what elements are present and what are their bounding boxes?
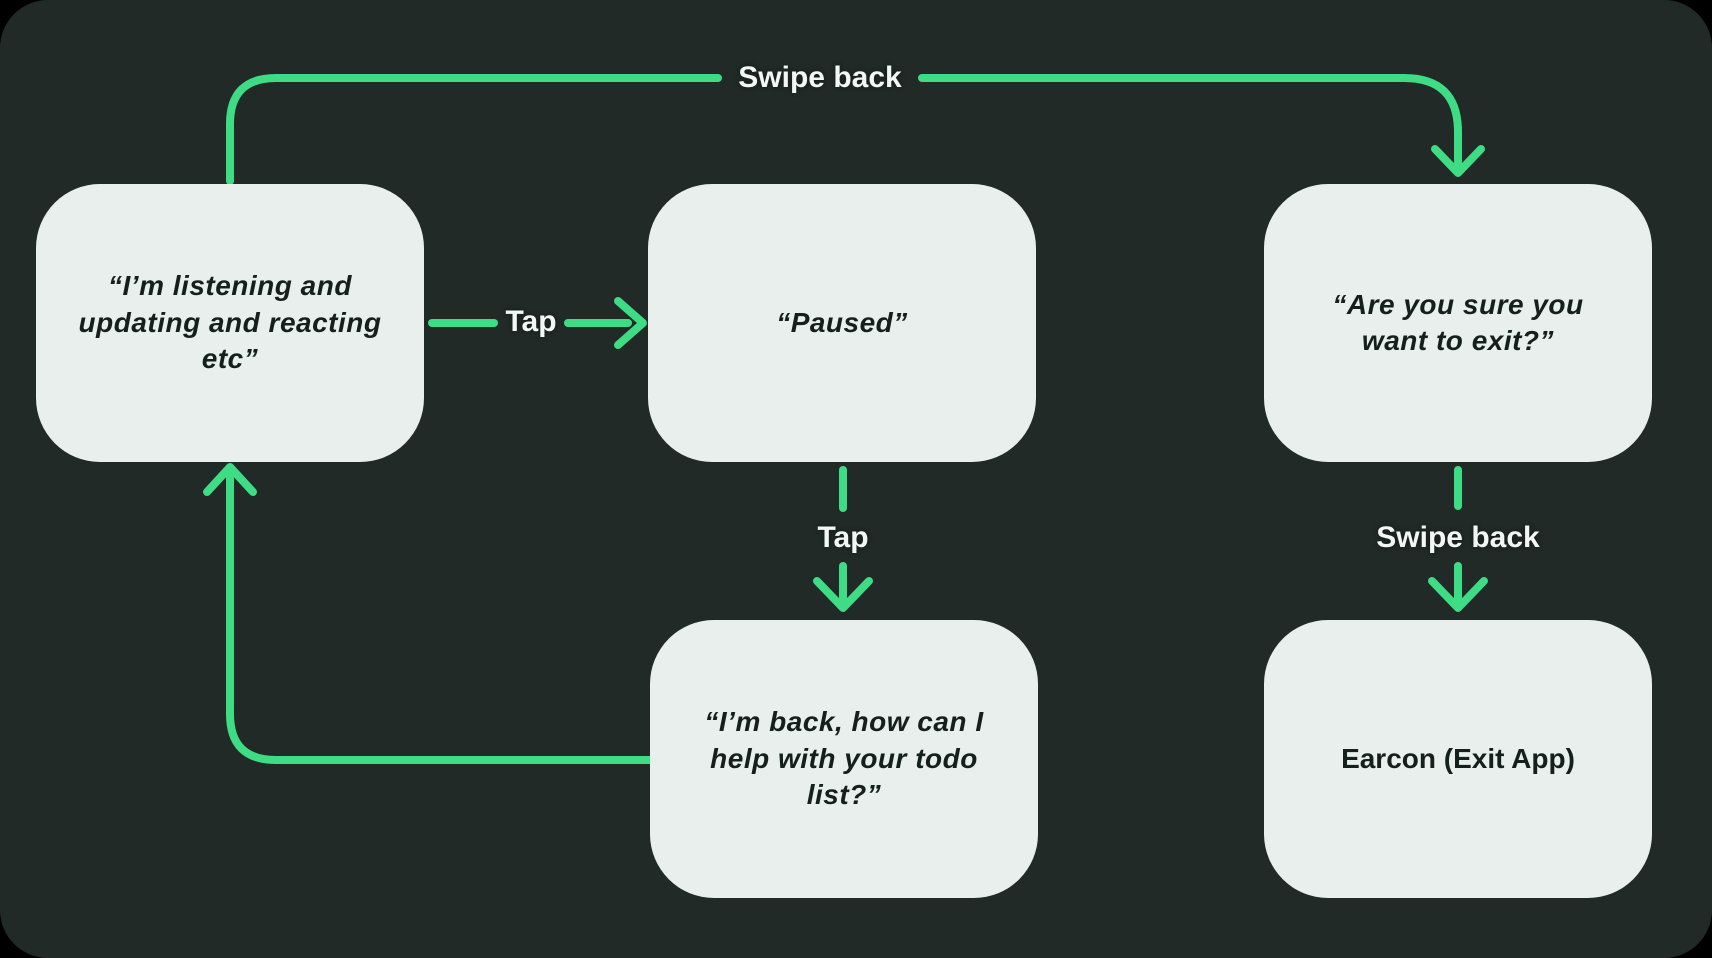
- edge-tap-vertical-bottom-segment-arrow: [813, 562, 873, 612]
- node-earcon-exit-app: Earcon (Exit App): [1264, 620, 1652, 898]
- edge-swipe-back-top-right-segment-arrow: [918, 74, 1485, 177]
- edge-tap-horizontal-right-segment-arrow: [564, 297, 647, 349]
- edge-back-to-listening-loop-arrow: [203, 463, 654, 764]
- label-tap-vertical: Tap: [817, 521, 869, 554]
- node-exit-confirm-state: “Are you sure you want to exit?”: [1264, 184, 1652, 462]
- node-back-state: “I’m back, how can I help with your todo…: [650, 620, 1038, 898]
- edge-swipe-back-vertical-bottom-segment-arrow: [1428, 562, 1488, 612]
- node-paused-state: “Paused”: [648, 184, 1036, 462]
- edge-swipe-back-top-left-segment: [226, 74, 722, 185]
- label-tap-horizontal: Tap: [505, 305, 557, 338]
- label-swipe-back-vertical: Swipe back: [1376, 521, 1540, 554]
- node-listening-state: “I’m listening and updating and reacting…: [36, 184, 424, 462]
- label-swipe-back-top: Swipe back: [738, 61, 902, 94]
